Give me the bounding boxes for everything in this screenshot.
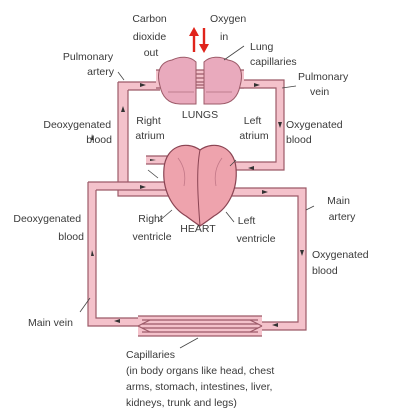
carbon-dioxide-out-arrow-icon — [189, 27, 199, 52]
flow-arrow-icon — [91, 134, 94, 140]
pulmonary-artery-label: Pulmonary artery — [63, 51, 116, 78]
main-artery-label: Main artery — [327, 195, 356, 223]
heart-shape — [163, 144, 237, 227]
flow-arrow-icon — [272, 323, 278, 327]
flow-arrow-icon — [121, 106, 125, 112]
deoxygenated-blood-lower-label: Deoxygenated blood — [13, 213, 84, 243]
oxygenated-blood-lower-label: Oxygenated blood — [312, 249, 372, 277]
heart — [163, 144, 237, 227]
oxygen-in-arrow-icon — [199, 28, 209, 53]
capillaries-label: Capillaries (in body organs like head, c… — [126, 349, 277, 409]
body-capillaries — [137, 315, 263, 337]
lungs — [158, 56, 242, 105]
left-atrium-label: Left atrium — [239, 115, 268, 142]
pulmonary-vein-vessel — [232, 80, 284, 170]
flow-arrow-icon — [140, 83, 146, 87]
main-vein-label: Main vein — [28, 317, 73, 329]
flow-arrow-icon — [114, 319, 120, 323]
flow-arrows — [91, 83, 304, 327]
vessel-network — [87, 69, 307, 337]
right-ventricle-label: Right ventricle — [132, 213, 171, 243]
left-ventricle-label: Left ventricle — [236, 215, 275, 245]
right-atrium-label: Right atrium — [135, 115, 164, 142]
leader-lines — [79, 45, 315, 349]
oxygenated-blood-upper-label: Oxygenated blood — [286, 119, 346, 146]
main-vein-vessel — [88, 182, 172, 326]
carbon-dioxide-out-label: Carbon dioxide out — [132, 13, 169, 59]
lungs-label: LUNGS — [182, 109, 218, 121]
text-labels: Carbon dioxide out Oxygen in Lung capill… — [13, 13, 372, 409]
right-lung-lobe — [203, 56, 242, 105]
lung-capillaries-label: Lung capillaries — [250, 41, 297, 68]
flow-arrow-icon — [254, 83, 260, 87]
oxygen-in-label: Oxygen in — [210, 13, 249, 43]
pulmonary-vein-label: Pulmonary vein — [298, 71, 351, 98]
flow-arrow-icon — [262, 190, 268, 194]
flow-arrow-icon — [248, 166, 254, 170]
main-artery-vessel — [232, 188, 306, 330]
flow-arrow-icon — [300, 250, 304, 256]
vena-cava-upper-vessel — [146, 156, 168, 164]
flow-arrow-icon — [278, 122, 282, 128]
deoxygenated-blood-upper-label: Deoxygenated blood — [43, 119, 114, 146]
flow-arrow-icon — [140, 185, 146, 189]
left-lung-lobe — [158, 56, 197, 105]
flow-arrow-icon — [91, 250, 94, 256]
gas-exchange-arrows — [189, 27, 209, 53]
flow-arrow-icon — [150, 159, 156, 161]
heart-label: HEART — [180, 223, 216, 235]
